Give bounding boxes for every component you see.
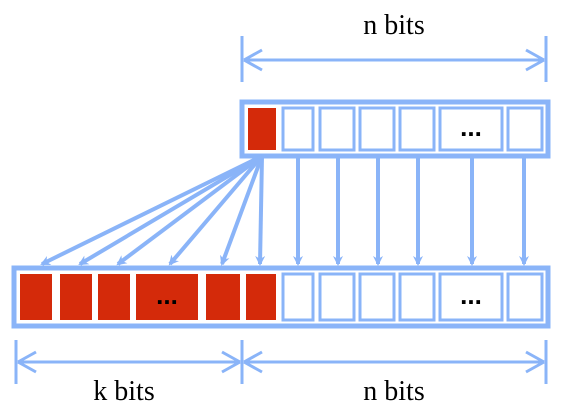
top-bit-ellipsis-cell [438, 106, 504, 152]
top-sign-bit [248, 108, 276, 150]
bottom-bit [318, 272, 356, 322]
bottom-sign-bit [246, 274, 276, 320]
bottom-ext-bit [20, 274, 52, 320]
top-bit [358, 106, 396, 152]
bottom-bit [398, 272, 436, 322]
top-width-label: n bits [363, 10, 424, 41]
bottom-right-width-label: n bits [363, 376, 424, 407]
bottom-left-width-label: k bits [93, 376, 154, 407]
bottom-register: ... ... [11, 265, 551, 329]
bottom-left-ellipsis: ... [156, 280, 178, 310]
bottom-bit [281, 272, 315, 322]
top-bit [318, 106, 356, 152]
bottom-bit-ellipsis-cell [438, 272, 504, 322]
top-bit [281, 106, 315, 152]
bottom-bit [358, 272, 396, 322]
bottom-right-ellipsis: ... [460, 280, 482, 310]
bottom-ext-bit [206, 274, 240, 320]
bottom-ext-bit [98, 274, 130, 320]
sign-fanout-arrows [40, 154, 266, 266]
top-ellipsis: ... [460, 112, 482, 142]
top-dimension: n bits [240, 10, 548, 82]
bottom-ext-ellipsis-cell [136, 274, 198, 320]
bottom-dimensions: k bits n bits [14, 340, 548, 407]
bottom-ext-bit [60, 274, 92, 320]
top-bit [398, 106, 436, 152]
bottom-bit [506, 272, 544, 322]
copy-arrows [293, 158, 529, 266]
top-bit [506, 106, 544, 152]
top-register: ... [239, 99, 551, 159]
